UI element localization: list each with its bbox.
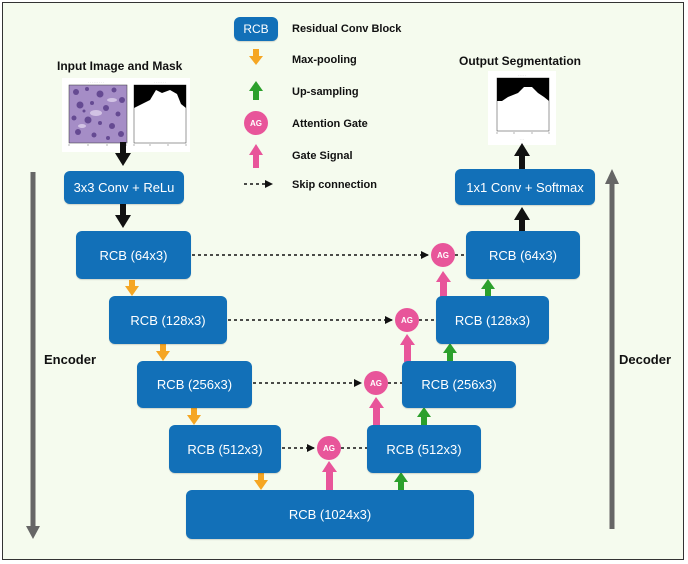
upsample-arrow-1 <box>394 472 408 491</box>
legend-ag-icon: AG <box>244 111 268 135</box>
attention-gate-2: AG <box>395 308 419 332</box>
input-to-conv-arrow <box>115 142 131 166</box>
input-mask-thumbnail: · · · · · · · <box>130 78 190 152</box>
svg-text:· · ·: · · · <box>520 137 525 141</box>
svg-text:· · · · · · · · ·: · · · · · · · · · <box>88 80 104 84</box>
attention-gate-1: AG <box>431 243 455 267</box>
legend-skip-text: Skip connection <box>292 179 377 191</box>
legend-ag-text: Attention Gate <box>292 118 368 130</box>
encoder-rcb-256: RCB (256x3) <box>137 361 252 408</box>
input-image-thumbnail: · · · · · · · · · <box>62 78 130 152</box>
svg-text:· · · · ·: · · · · · <box>518 73 527 77</box>
attention-gate-3: AG <box>364 371 388 395</box>
legend-gate-signal-text: Gate Signal <box>292 150 353 162</box>
encoder-side-arrow <box>26 172 40 539</box>
upsample-arrow-3 <box>443 343 457 362</box>
legend-maxpool-arrow <box>249 49 263 65</box>
svg-text:· · · · · · ·: · · · · · · · <box>154 80 166 84</box>
decoder-rcb-512: RCB (512x3) <box>367 425 481 473</box>
output-segmentation-thumbnail: · · · · · · · · <box>488 71 556 145</box>
upsample-arrow-4 <box>481 279 495 297</box>
maxpool-arrow-4 <box>254 473 268 490</box>
encoder-rcb-64: RCB (64x3) <box>76 231 191 279</box>
conv-to-rcb64-arrow <box>115 204 131 228</box>
legend-maxpool-text: Max-pooling <box>292 54 357 66</box>
attention-gate-4: AG <box>317 436 341 460</box>
legend-upsample-arrow <box>249 81 263 100</box>
input-title: Input Image and Mask <box>57 59 183 73</box>
softmax-to-output-arrow <box>514 143 530 169</box>
gate-signal-arrow-3 <box>400 334 415 362</box>
maxpool-arrow-1 <box>125 280 139 296</box>
decoder-side-arrow <box>605 169 619 529</box>
output-title: Output Segmentation <box>459 54 581 68</box>
maxpool-arrow-3 <box>187 408 201 425</box>
decoder-rcb-256: RCB (256x3) <box>402 361 516 408</box>
legend-upsample-text: Up-sampling <box>292 86 359 98</box>
decoder-rcb-128: RCB (128x3) <box>436 296 549 344</box>
legend-rcb-text: Residual Conv Block <box>292 23 402 35</box>
gate-signal-arrow-2 <box>369 397 384 426</box>
gate-signal-arrow-4 <box>436 271 451 297</box>
decoder-label: Decoder <box>619 352 672 367</box>
maxpool-arrow-2 <box>156 344 170 361</box>
encoder-label: Encoder <box>44 352 97 367</box>
decoder-rcb-64: RCB (64x3) <box>466 231 580 279</box>
encoder-rcb-128: RCB (128x3) <box>109 296 227 344</box>
legend-rcb-box: RCB <box>234 17 278 41</box>
encoder-rcb-512: RCB (512x3) <box>169 425 281 473</box>
conv-softmax-block: 1x1 Conv + Softmax <box>455 169 595 205</box>
conv-relu-block: 3x3 Conv + ReLu <box>64 171 184 204</box>
upsample-arrow-2 <box>417 407 431 426</box>
legend-gate-signal-arrow <box>249 144 263 168</box>
gate-signal-arrow-1 <box>322 461 337 491</box>
bottleneck-rcb-1024: RCB (1024x3) <box>186 490 474 539</box>
rcb64-to-softmax-arrow <box>514 207 530 231</box>
